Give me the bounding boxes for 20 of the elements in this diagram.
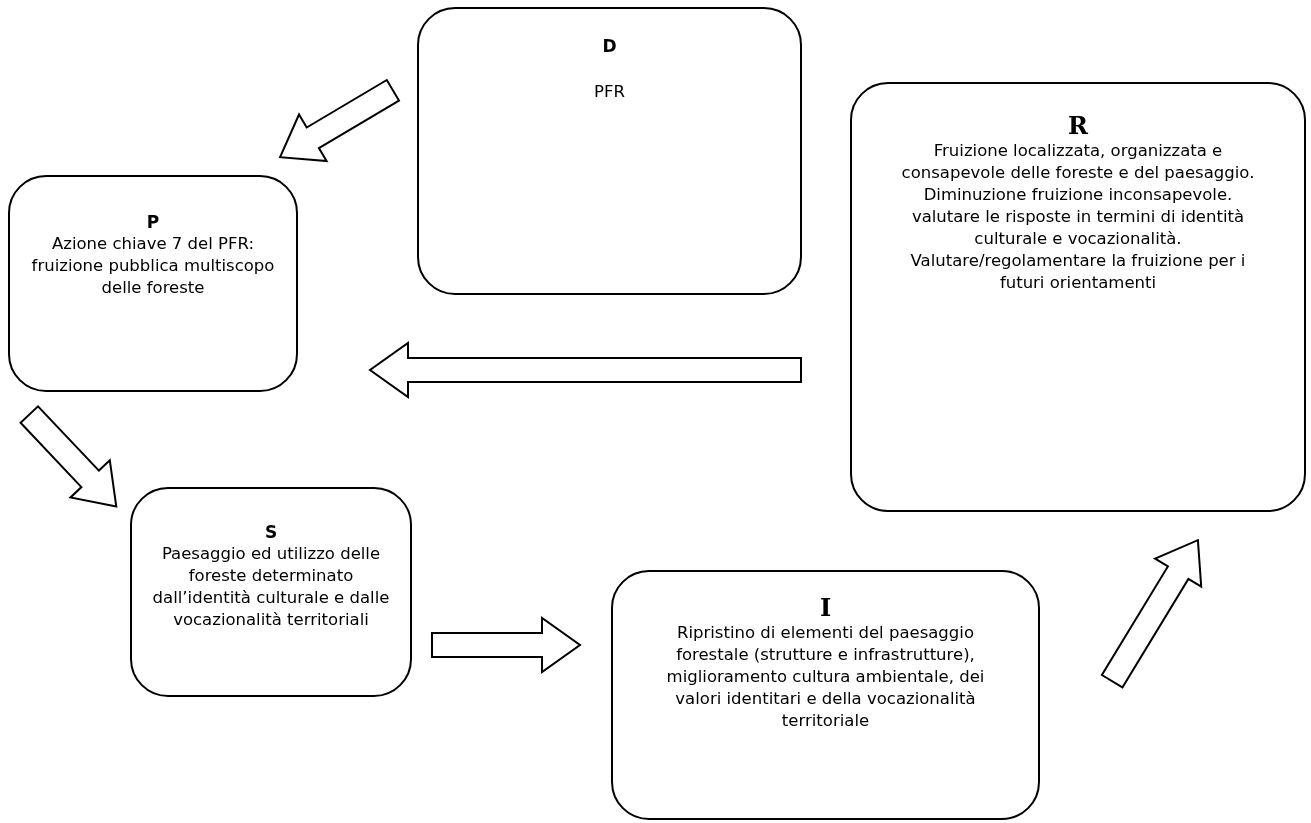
rounded-box bbox=[130, 487, 412, 697]
box-text: PFR bbox=[593, 81, 626, 103]
box-heading: I bbox=[818, 594, 833, 622]
box-text: Paesaggio ed utilizzo delle foreste determinato dall’identità culturale e dalle vocazionalità territoriali bbox=[151, 543, 391, 631]
rounded-box bbox=[850, 82, 1306, 512]
rounded-box bbox=[417, 7, 802, 295]
box-heading: S bbox=[263, 521, 279, 543]
box-heading: R bbox=[1067, 112, 1089, 140]
box-text: Azione chiave 7 del PFR: fruizione pubblica multiscopo delle foreste bbox=[30, 233, 276, 299]
block-arrow bbox=[19, 404, 118, 508]
block-arrow bbox=[1100, 538, 1203, 689]
block-arrow bbox=[431, 616, 582, 674]
rounded-box bbox=[8, 175, 298, 392]
box-heading: D bbox=[601, 35, 618, 57]
box-heading: P bbox=[145, 211, 161, 233]
box-text: Fruizione localizzata, organizzata e consapevole delle foreste e del paesaggio. Diminuzione fruizione inconsapevole. valutare le risposte in termini di identità culturale e vocazionalità. Valutare/regolamentare la fruizione per i futuri orientamenti bbox=[900, 140, 1256, 294]
block-arrow bbox=[278, 78, 401, 163]
box-text: Ripristino di elementi del paesaggio forestale (strutture e infrastrutture), miglioramento cultura ambientale, dei valori identitari e della vocazionalità territoriale bbox=[665, 622, 986, 732]
block-arrow bbox=[368, 341, 802, 399]
rounded-box bbox=[611, 570, 1040, 820]
